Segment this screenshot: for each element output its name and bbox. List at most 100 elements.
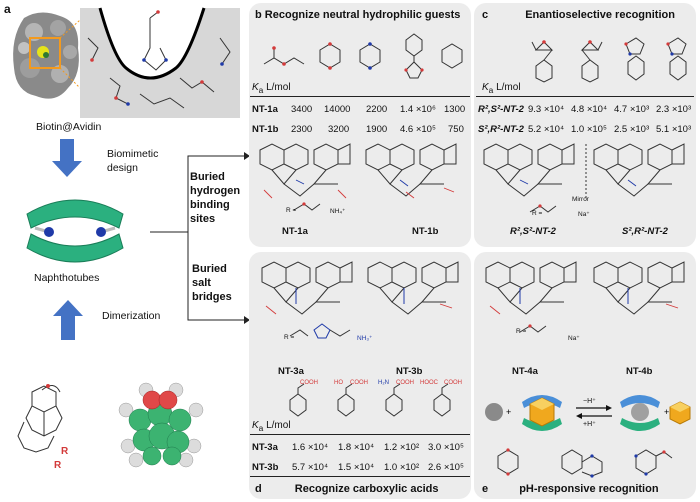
panel-b-value: 1.4 ×10⁶ [400, 104, 436, 115]
panel-c-row-name: R²,S²-NT-2 [478, 104, 524, 115]
panel-d-amine: NH₃⁺ [357, 335, 373, 342]
panel-d-ka-k: K [252, 420, 259, 431]
panel-e-struct-2-caption: NT-4b [626, 366, 653, 377]
arrow1-label-2: design [107, 162, 138, 174]
panel-d-value: 1.8 ×10⁴ [338, 442, 375, 453]
space-filling-model [118, 382, 204, 468]
panel-c-value: 4.7 ×10³ [614, 104, 650, 115]
panel-d-value: 3.0 ×10⁵ [428, 442, 464, 453]
panel-c-ka-label: Ka L/mol [482, 82, 521, 95]
panel-d-acid-3-h2n: H₂N [378, 380, 389, 386]
panel-e-title: e pH-responsive recognition [482, 483, 659, 495]
panel-d-value: 1.0 ×10² [384, 462, 420, 473]
panel-d-r-def: R = [284, 334, 295, 341]
panel-d-ka-sub: a [258, 423, 264, 433]
panel-c-ka-k: K [482, 82, 489, 93]
svg-text:+: + [664, 407, 669, 417]
panel-b-ka-unit: L/mol [263, 82, 291, 93]
panel-d-value: 5.7 ×10⁴ [292, 462, 329, 473]
panel-b-title: b Recognize neutral hydrophilic guests [255, 9, 460, 21]
panel-c-struct-2-caption: S²,R²-NT-2 [622, 226, 668, 237]
panel-e-letter: e [482, 483, 489, 495]
arrow1-label-1: Biomimetic [107, 148, 159, 160]
panel-b-row-name: NT-1b [252, 124, 279, 135]
panel-b-ka-sub: a [258, 85, 264, 95]
panel-c-r-def: R = [532, 210, 543, 217]
panel-b-value: 1300 [444, 104, 466, 115]
panel-d [249, 252, 471, 499]
panel-e-struct-1-caption: NT-4a [512, 366, 538, 377]
plus-h-label: +H⁺ [583, 421, 596, 428]
panel-b-value: 2200 [366, 104, 388, 115]
avidin-surface-image [13, 12, 81, 99]
naphthalene-monomer-structure [17, 384, 63, 453]
r-label-1: R [61, 446, 69, 457]
branch-bottom-line2: salt [192, 277, 211, 289]
panel-b-value: 4.6 ×10⁵ [400, 124, 436, 135]
panel-b [249, 3, 471, 247]
panel-d-ka-unit: L/mol [263, 420, 291, 431]
panel-d-struct-1-caption: NT-3a [278, 366, 304, 377]
panel-c-value: 2.3 ×10³ [656, 104, 692, 115]
panel-c-host-structures [483, 143, 685, 213]
panel-c-counterion: Na⁺ [578, 211, 590, 218]
panel-b-r-def: R = [286, 207, 297, 214]
panel-c-ka-unit: L/mol [493, 82, 521, 93]
panel-d-row-name: NT-3a [252, 442, 278, 453]
panel-c-value: 1.0 ×10⁵ [571, 124, 607, 135]
panel-e-host-structures [485, 261, 685, 333]
panel-b-value: 14000 [324, 104, 351, 115]
biomimetic-arrow [52, 139, 82, 177]
branch-bottom-line1: Buried [192, 263, 227, 275]
panel-b-value: 3400 [291, 104, 313, 115]
panel-d-host-structures [261, 261, 459, 339]
r-label-2: R [54, 460, 62, 471]
panel-d-table-rule-1 [250, 434, 470, 435]
branch-connectors [150, 152, 250, 324]
panel-e-r-def: R = [516, 328, 527, 335]
panel-b-host-structures [259, 143, 457, 211]
panel-d-ka-label: Ka L/mol [252, 420, 291, 433]
panel-d-struct-2-caption: NT-3b [396, 366, 423, 377]
panel-e [474, 252, 696, 499]
panel-e-counterion: Na⁺ [568, 335, 580, 342]
panel-a-letter: a [4, 2, 11, 16]
panel-b-struct-2-caption: NT-1b [412, 226, 439, 237]
panel-c-row-name: S²,R²-NT-2 [478, 124, 524, 135]
panel-c-value: 5.1 ×10³ [656, 124, 692, 135]
panel-c-guest-structures [531, 37, 687, 83]
panel-c-value: 5.2 ×10⁴ [528, 124, 565, 135]
panel-b-value: 2300 [291, 124, 313, 135]
panel-d-row-name: NT-3b [252, 462, 279, 473]
panel-b-struct-1-caption: NT-1a [282, 226, 308, 237]
panel-b-ka-k: K [252, 82, 259, 93]
panel-d-acid-structures [289, 383, 451, 417]
panel-b-value: 3200 [328, 124, 350, 135]
panel-c-mirror-label: Mirror [572, 196, 589, 203]
panel-b-ka-label: Ka L/mol [252, 82, 291, 95]
dimerization-label: Dimerization [102, 310, 161, 322]
panel-c-value: 4.8 ×10⁴ [571, 104, 608, 115]
biotin-avidin-caption: Biotin@Avidin [36, 121, 102, 133]
panel-d-acid-4-cooh: COOH [444, 380, 462, 386]
panel-b-title-text: Recognize neutral hydrophilic guests [264, 9, 461, 21]
panel-b-value: 750 [448, 124, 464, 135]
ph-switch-cartoon: + + [485, 395, 691, 431]
panel-c [474, 3, 696, 247]
panel-c-letter: c [482, 9, 489, 21]
minus-h-label: −H⁺ [583, 398, 596, 405]
panel-c-value: 9.3 ×10⁴ [528, 104, 565, 115]
panel-d-acid-1-cooh: COOH [300, 380, 318, 386]
naphthotube-host-image [26, 199, 124, 263]
panel-d-table-rule-2 [250, 476, 470, 477]
panel-e-title-text: pH-responsive recognition [519, 483, 659, 495]
branch-top-line1: Buried [190, 171, 225, 183]
panel-c-value: 2.5 ×10³ [614, 124, 650, 135]
panel-d-acid-2-cooh: COOH [350, 380, 368, 386]
panel-b-table-rule-1 [250, 96, 470, 97]
panel-d-title: d Recognize carboxylic acids [255, 483, 438, 495]
branch-top-line3: binding [190, 199, 230, 211]
panel-d-acid-2-ho: HO [334, 380, 343, 386]
panel-b-guest-structures [263, 33, 463, 79]
dimerization-arrow [53, 300, 83, 340]
